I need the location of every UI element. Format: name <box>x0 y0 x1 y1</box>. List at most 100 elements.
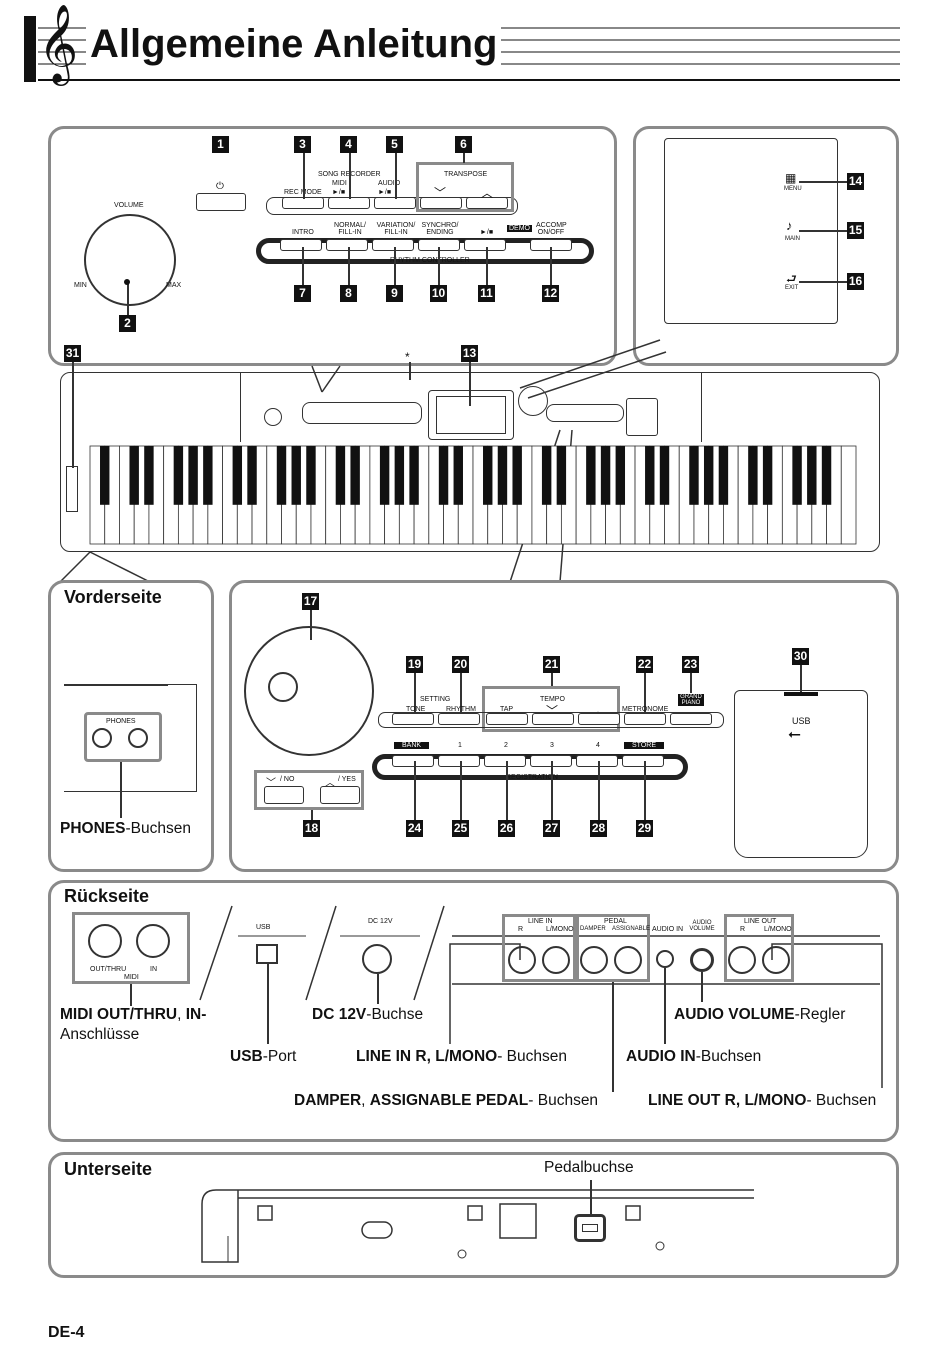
normal-fill-in-button[interactable] <box>326 239 368 251</box>
black-key[interactable] <box>792 446 802 505</box>
line-out-r-jack[interactable] <box>728 946 756 974</box>
grand-piano-button[interactable] <box>670 713 712 725</box>
number-29: 29 <box>636 820 653 837</box>
black-key[interactable] <box>659 446 670 505</box>
music-note-icon[interactable]: ♪ <box>786 218 793 233</box>
line-in-r-jack[interactable] <box>508 946 536 974</box>
volume-min-label: MIN <box>74 282 87 289</box>
keyboard-dial[interactable] <box>518 386 548 416</box>
black-key[interactable] <box>703 446 714 505</box>
variation-fill-in-button[interactable] <box>372 239 414 251</box>
black-key[interactable] <box>350 446 360 505</box>
number-7: 7 <box>294 285 311 302</box>
tone-button[interactable] <box>392 713 434 725</box>
black-key[interactable] <box>291 446 301 505</box>
volume-max-label: MAX <box>166 282 182 289</box>
black-key[interactable] <box>409 446 419 505</box>
bank-label: BANK <box>394 742 430 749</box>
assignable-jack[interactable] <box>614 946 642 974</box>
black-key[interactable] <box>129 446 139 505</box>
line-out-l-jack[interactable] <box>762 946 790 974</box>
black-key[interactable] <box>689 446 699 505</box>
no-button[interactable] <box>264 786 304 804</box>
usb-port[interactable] <box>256 944 278 964</box>
reg1-label: 1 <box>458 742 462 749</box>
reg1-button[interactable] <box>438 755 480 767</box>
metronome-button[interactable] <box>624 713 666 725</box>
black-key[interactable] <box>586 446 596 505</box>
black-key[interactable] <box>144 446 154 505</box>
black-key[interactable] <box>335 446 346 505</box>
keyboard-volume-knob[interactable] <box>264 408 282 426</box>
tempo-box <box>482 686 620 732</box>
phones-jack-2[interactable] <box>128 728 148 748</box>
pedal-jack-label: Pedalbuchse <box>544 1159 634 1176</box>
tempo-up-button[interactable] <box>578 713 620 725</box>
black-key[interactable] <box>453 446 463 505</box>
black-key[interactable] <box>645 446 655 505</box>
midi-out-port[interactable] <box>88 924 122 958</box>
transpose-label: TRANSPOSE <box>444 171 488 178</box>
phones-jack-1[interactable] <box>92 728 112 748</box>
black-key[interactable] <box>203 446 213 505</box>
line-in-l-jack[interactable] <box>542 946 570 974</box>
variation-fill-in-label: VARIATION/ FILL-IN <box>376 222 416 236</box>
play-stop-button[interactable] <box>464 239 506 251</box>
tempo-down-button[interactable] <box>532 713 574 725</box>
black-key[interactable] <box>173 446 184 505</box>
damper-jack[interactable] <box>580 946 608 974</box>
treble-clef-icon: 𝄞 <box>38 4 79 83</box>
volume-knob[interactable] <box>84 214 176 306</box>
reg2-button[interactable] <box>484 755 526 767</box>
black-key[interactable] <box>247 446 257 505</box>
bank-button[interactable] <box>392 755 434 767</box>
black-key[interactable] <box>232 446 243 505</box>
black-key[interactable] <box>394 446 405 505</box>
dial[interactable] <box>244 626 374 756</box>
black-key[interactable] <box>718 446 729 505</box>
reg4-button[interactable] <box>576 755 618 767</box>
black-key[interactable] <box>512 446 522 505</box>
exit-icon[interactable]: ⮐ <box>786 272 797 286</box>
black-key[interactable] <box>615 446 626 505</box>
number-26: 26 <box>498 820 515 837</box>
black-key[interactable] <box>438 446 449 505</box>
black-key[interactable] <box>100 446 110 505</box>
black-key[interactable] <box>306 446 316 505</box>
black-key[interactable] <box>748 446 758 505</box>
black-key[interactable] <box>600 446 611 505</box>
power-button[interactable] <box>196 193 246 211</box>
keyboard-top-panel <box>240 372 702 442</box>
intro-button[interactable] <box>280 239 322 251</box>
black-key[interactable] <box>483 446 493 505</box>
black-key[interactable] <box>379 446 390 505</box>
midi-in-port[interactable] <box>136 924 170 958</box>
white-key[interactable] <box>840 445 857 545</box>
black-key[interactable] <box>188 446 198 505</box>
tap-button[interactable] <box>486 713 528 725</box>
audio-in-jack[interactable] <box>656 950 674 968</box>
transpose-up-button[interactable] <box>466 197 508 209</box>
store-button[interactable] <box>622 755 664 767</box>
yes-button[interactable] <box>320 786 360 804</box>
menu-icon[interactable]: ▦ <box>785 171 797 185</box>
keyboard-body <box>60 372 880 552</box>
audio-volume-knob[interactable] <box>690 948 714 972</box>
dc12v-jack[interactable] <box>362 944 392 974</box>
piano-keys[interactable] <box>89 445 857 545</box>
transpose-down-button[interactable] <box>420 197 462 209</box>
phones-label: PHONES-Buchsen <box>60 820 191 837</box>
black-key[interactable] <box>541 446 552 505</box>
black-key[interactable] <box>807 446 817 505</box>
black-key[interactable] <box>497 446 508 505</box>
number-24: 24 <box>406 820 423 837</box>
black-key[interactable] <box>276 446 287 505</box>
rhythm-button[interactable] <box>438 713 480 725</box>
number-30: 30 <box>792 648 809 665</box>
usb-slot-opening[interactable] <box>784 692 818 696</box>
black-key[interactable] <box>556 446 567 505</box>
black-key[interactable] <box>762 446 773 505</box>
pedal-jack[interactable] <box>574 1214 606 1242</box>
number-13: 13 <box>461 345 478 362</box>
black-key[interactable] <box>821 446 832 505</box>
